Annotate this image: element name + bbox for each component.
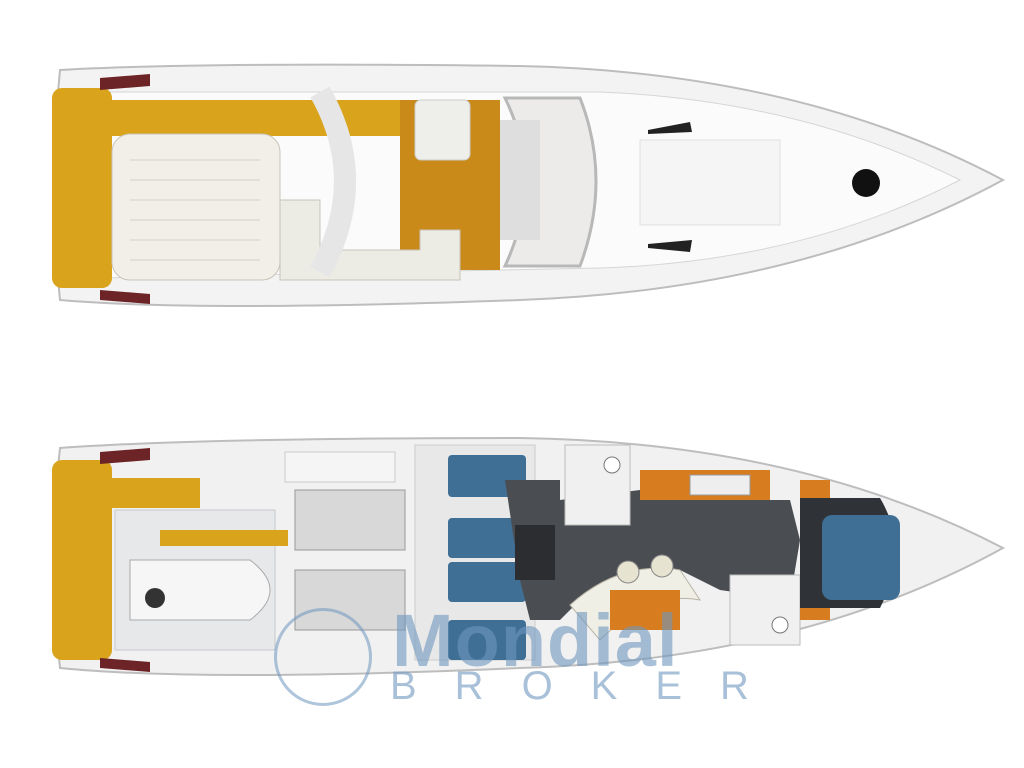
tender [129, 559, 271, 621]
watermark-title: Mondial [392, 599, 679, 682]
engine-port [294, 489, 406, 551]
helm-console [500, 120, 540, 240]
head-forward [564, 444, 631, 526]
stool-2 [650, 554, 674, 578]
interior-plan [52, 436, 1006, 676]
stool-1 [616, 560, 640, 584]
locker [284, 451, 396, 483]
watermark-subtitle: BROKER [390, 664, 787, 708]
radar-arch [310, 86, 356, 278]
stern-light-starboard [100, 290, 150, 304]
helm-seat [414, 99, 471, 161]
sunpad-lines [130, 159, 260, 261]
stairs [515, 525, 555, 580]
outboard-engine [145, 588, 165, 608]
teak-swim-platform [52, 88, 112, 288]
wc-forward [603, 456, 621, 474]
teak-cockpit-lower [110, 478, 200, 508]
berth-2 [448, 518, 526, 558]
teak-bar [160, 530, 288, 546]
dinette-table [610, 590, 680, 630]
stern-light-port [100, 74, 150, 90]
deck-plan [52, 63, 1006, 307]
wc-aft [771, 616, 789, 634]
hatch-port [648, 122, 692, 134]
stern-light-port-lower [100, 448, 150, 464]
anchor-hatch [852, 169, 880, 197]
foredeck-sunpad [639, 139, 781, 226]
hatch-starboard [648, 240, 692, 252]
forward-berth [822, 515, 900, 600]
watermark-logo-icon [274, 608, 372, 706]
sunpad [111, 133, 281, 281]
head-aft [729, 574, 801, 646]
teak-swim-platform-lower [52, 460, 112, 660]
teak-cockpit [110, 100, 410, 136]
berth-3 [448, 562, 526, 602]
stern-light-starboard-lower [100, 658, 150, 672]
galley-counter [689, 474, 751, 496]
berth-4 [448, 620, 526, 660]
